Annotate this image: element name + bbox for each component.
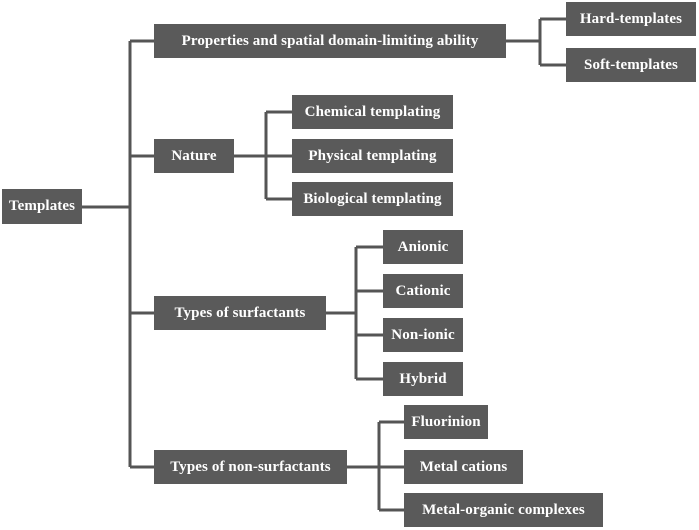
node-templates: Templates bbox=[2, 189, 82, 224]
node-hard-templates: Hard-templates bbox=[566, 2, 696, 36]
node-physical-templating: Physical templating bbox=[292, 139, 453, 173]
node-soft-templates: Soft-templates bbox=[566, 48, 696, 82]
node-properties-spatial-domain: Properties and spatial domain-limiting a… bbox=[154, 24, 506, 58]
node-non-ionic: Non-ionic bbox=[383, 318, 463, 352]
node-cationic: Cationic bbox=[383, 274, 463, 308]
node-types-of-non-surfactants: Types of non-surfactants bbox=[154, 450, 347, 484]
node-types-of-surfactants: Types of surfactants bbox=[154, 296, 326, 330]
node-hybrid: Hybrid bbox=[383, 362, 463, 396]
node-fluorinion: Fluorinion bbox=[404, 405, 488, 439]
node-biological-templating: Biological templating bbox=[292, 182, 453, 216]
node-metal-cations: Metal cations bbox=[404, 450, 523, 484]
node-metal-organic-complexes: Metal-organic complexes bbox=[404, 493, 603, 527]
node-anionic: Anionic bbox=[383, 230, 463, 264]
node-chemical-templating: Chemical templating bbox=[292, 95, 453, 129]
node-nature: Nature bbox=[154, 139, 234, 173]
